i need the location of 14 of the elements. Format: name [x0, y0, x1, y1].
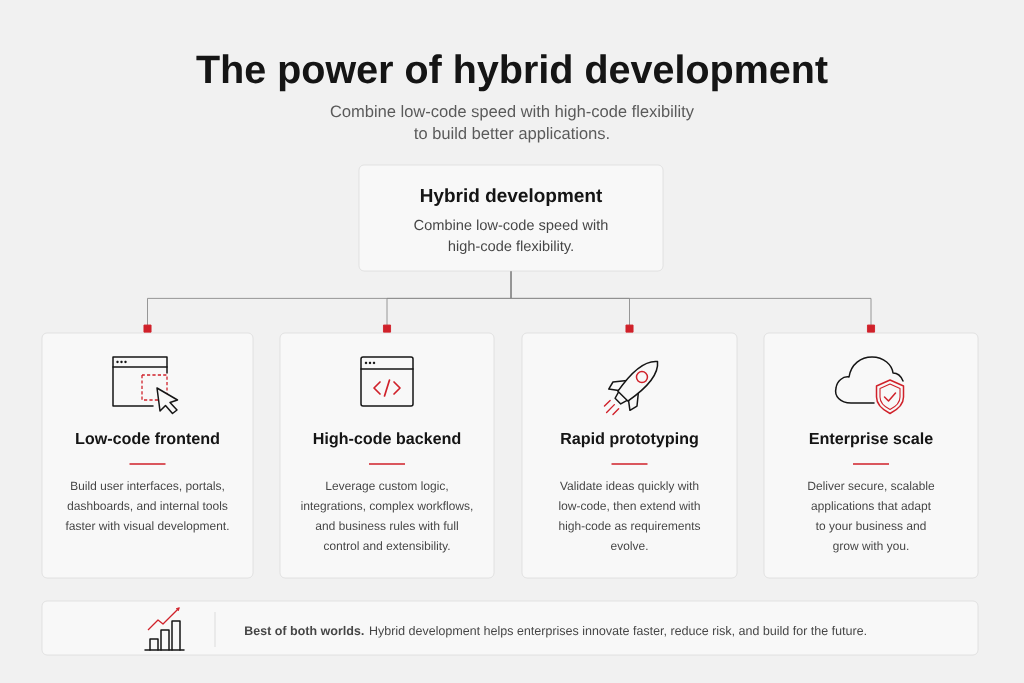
connector-line [510, 270, 875, 333]
card-text: Leverage custom logic, integrations, complex workflows, and business rules with full control and extensibility. [301, 481, 473, 553]
card-text: Deliver secure, scalable applications that adapt to your business and grow with you. [808, 481, 935, 553]
banner-text: Best of both worlds. Hybrid development helps enterprises innovate faster, reduce risk, and build for the future. [245, 625, 866, 638]
card-heading: Rapid prototyping [561, 432, 698, 448]
box-text: Combine low-code speed with high-code flexibility. [414, 219, 608, 254]
card-heading: Low-code frontend [76, 432, 219, 445]
card-text: Validate ideas quickly with low-code, then extend with high-code as requirements evolve. [559, 481, 701, 551]
title: The power of hybrid development [196, 54, 828, 92]
card-text: Build user interfaces, portals, dashboards, and internal tools faster with visual development. [65, 481, 229, 533]
card-heading: Enterprise scale [809, 432, 933, 448]
card-heading: High-code backend [313, 432, 461, 448]
box-heading: Hybrid development [420, 188, 603, 206]
subtitle: Combine low-code speed with high-code flexibility to build better applications. [330, 105, 694, 143]
